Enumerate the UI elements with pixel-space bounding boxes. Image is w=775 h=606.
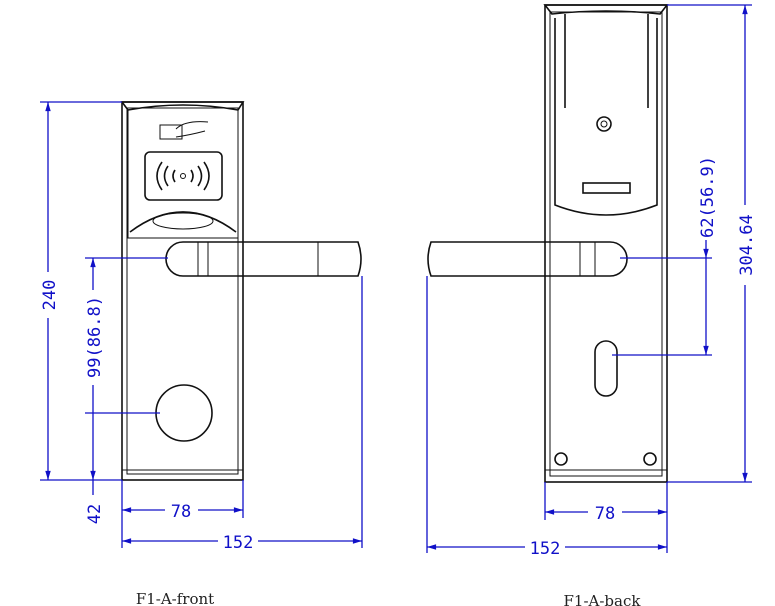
back-caption: F1-A-back: [564, 592, 642, 606]
back-lever-handle: [427, 241, 628, 277]
dim-cylinder-bottom: 42: [85, 504, 105, 524]
front-lever-handle: [165, 241, 362, 277]
back-view: [427, 4, 669, 483]
front-view: [120, 101, 362, 481]
front-caption: F1-A-front: [136, 590, 214, 606]
card-icon: [159, 121, 209, 140]
dim-height: 240: [40, 280, 60, 311]
rfid-reader-icon: [144, 151, 223, 201]
front-dimensions: 240 99(86.8) 42 78 152: [40, 101, 363, 553]
dim-back-height: 304.64: [737, 214, 757, 275]
dim-handle-to-keyhole: 62(56.9): [698, 156, 718, 238]
dim-handle-to-cylinder: 99(86.8): [85, 296, 105, 378]
back-dimensions: 304.64 62(56.9) 78 152: [426, 4, 757, 559]
cylinder-icon: [155, 384, 213, 442]
dim-plate-width: 78: [171, 502, 191, 522]
screw-icon: [596, 116, 612, 132]
dim-total-width: 152: [223, 533, 254, 553]
dim-back-total-width: 152: [530, 539, 561, 559]
screw-icon: [554, 452, 568, 466]
dim-back-plate-width: 78: [595, 504, 615, 524]
screw-icon: [643, 452, 657, 466]
keyhole-slot: [594, 340, 618, 397]
